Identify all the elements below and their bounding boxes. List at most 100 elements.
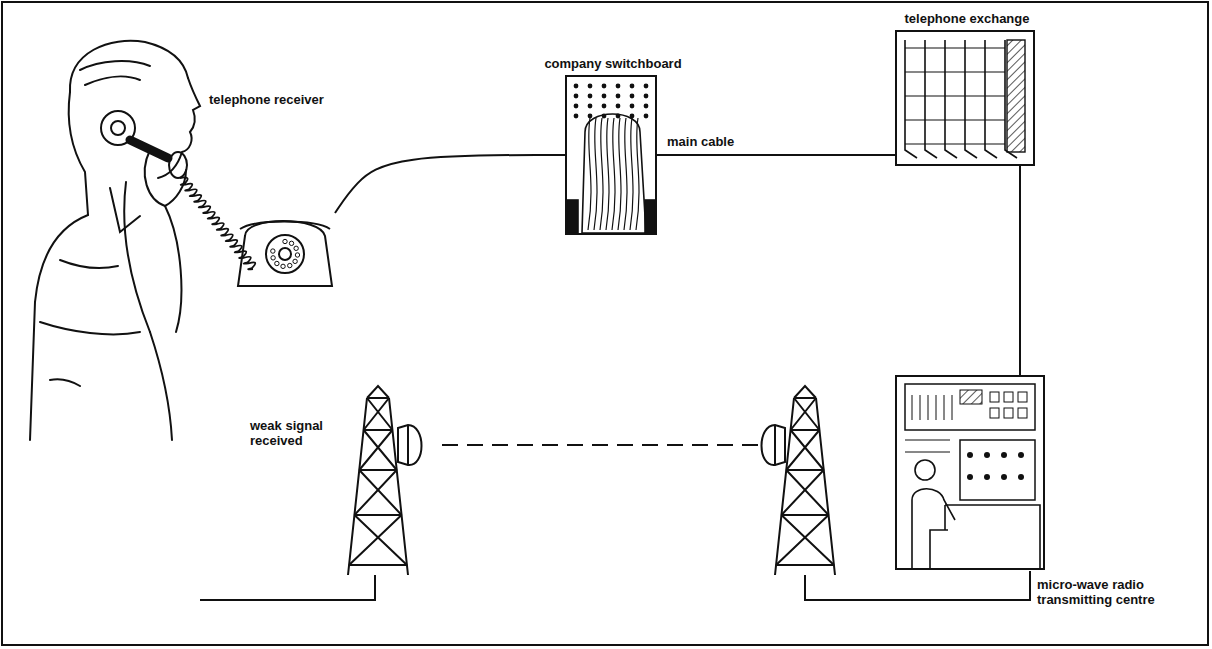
- telephone-dial: [289, 241, 293, 245]
- exchange-box: telephone exchange: [895, 30, 1035, 166]
- radio-console: [1018, 392, 1027, 402]
- radio-console: [915, 460, 935, 480]
- switchboard-jacks: [602, 114, 607, 119]
- telephone-dial: [295, 253, 299, 257]
- radio-console: [936, 395, 937, 420]
- switchboard-jacks: [630, 94, 635, 99]
- man-figure: [111, 121, 125, 135]
- exchange-racks: [905, 143, 1005, 144]
- radio-console: [967, 452, 973, 458]
- radio-tower: [348, 386, 422, 575]
- telephone-dial: [293, 259, 297, 263]
- man-figure: [40, 188, 140, 386]
- switchboard-interior: [582, 114, 646, 233]
- switchboard-jacks: [616, 114, 621, 119]
- switchboard-jacks: [644, 84, 649, 89]
- switchboard-box: company switchboard: [565, 75, 657, 235]
- operator-hair: [588, 118, 639, 230]
- edge-label: main cable: [667, 134, 734, 149]
- telephone-dial: [288, 263, 292, 267]
- connector-line: [1019, 166, 1021, 375]
- node-label: telephone exchange: [905, 11, 1030, 26]
- switchboard-jacks: [616, 104, 621, 109]
- signal-wire: [442, 444, 758, 446]
- radio-tower: [775, 386, 835, 575]
- man-figure: [145, 150, 186, 206]
- exchange-racks: [905, 95, 1005, 96]
- man-figure: [80, 61, 150, 85]
- switchboard-jacks: [588, 84, 593, 89]
- operator-hair: [606, 118, 609, 230]
- switchboard-interior: [567, 114, 655, 233]
- exchange-racks: [985, 40, 997, 158]
- radio-console: [928, 395, 929, 420]
- switchboard-jacks: [574, 94, 579, 99]
- radio-tower: [762, 425, 786, 465]
- radio-tower: [364, 398, 393, 430]
- switchboard-jacks: [630, 104, 635, 109]
- radio-console: [920, 395, 921, 420]
- exchange-racks: [1007, 40, 1025, 152]
- radio-console: [905, 440, 950, 452]
- telephone-dial: [271, 239, 300, 268]
- radio-tower: [407, 425, 409, 465]
- radio-console: [912, 395, 913, 420]
- radio-tower: [359, 430, 396, 470]
- radio-tower: [349, 564, 407, 566]
- radio-tower: [781, 470, 828, 515]
- radio-console: [960, 440, 1035, 500]
- radio-console: [984, 452, 990, 458]
- radio-console: [1004, 408, 1013, 418]
- transmitting-centre-box: micro-wave radio transmitting centre: [895, 375, 1045, 570]
- radio-console: [912, 489, 955, 568]
- radio-tower: [398, 425, 422, 465]
- man-figure: [70, 41, 188, 92]
- radio-tower: [791, 398, 820, 430]
- radio-console: [967, 474, 973, 480]
- radio-console: [1018, 474, 1024, 480]
- telephone-dial: [294, 246, 298, 250]
- signal-wire: [200, 445, 1030, 600]
- switchboard-jacks: [602, 94, 607, 99]
- switchboard-jacks: [630, 84, 635, 89]
- telephone-illustration: telephone receiver: [205, 88, 335, 293]
- switchboard-jacks: [616, 84, 621, 89]
- telephone-dial: [271, 249, 275, 253]
- exchange-racks: [905, 40, 917, 158]
- radio-console: [952, 395, 953, 420]
- radio-tower: [786, 430, 823, 470]
- switchboard-jacks: [574, 114, 579, 119]
- operator-hair: [588, 118, 591, 230]
- telephone-dial: [275, 261, 279, 265]
- switchboard-jacks: [644, 104, 649, 109]
- operator-hair: [630, 118, 633, 230]
- telephone-dial: [281, 264, 285, 268]
- node-label: company switchboard: [544, 56, 681, 71]
- man-figure: [69, 92, 88, 215]
- radio-tower: [762, 386, 836, 575]
- operator-hair: [612, 118, 615, 230]
- radio-console: [944, 395, 945, 420]
- switchboard-jacks: [574, 104, 579, 109]
- telephone-cord: [180, 177, 255, 269]
- switchboard-jacks: [588, 114, 593, 119]
- node-label: micro-wave radio transmitting centre: [1037, 577, 1162, 607]
- switchboard-jacks: [574, 84, 579, 89]
- radio-console: [945, 505, 1040, 570]
- operator-hair: [636, 118, 639, 230]
- man-figure: [158, 78, 200, 178]
- man-figure: [124, 182, 181, 332]
- exchange-racks: [965, 40, 977, 158]
- telephone-set: [238, 221, 332, 286]
- radio-console: [984, 474, 990, 480]
- operator-hair: [618, 118, 621, 230]
- switchboard-jacks: [602, 104, 607, 109]
- telephone-set: [266, 235, 304, 273]
- radio-tower: [776, 515, 834, 565]
- radio-tower: [776, 564, 834, 566]
